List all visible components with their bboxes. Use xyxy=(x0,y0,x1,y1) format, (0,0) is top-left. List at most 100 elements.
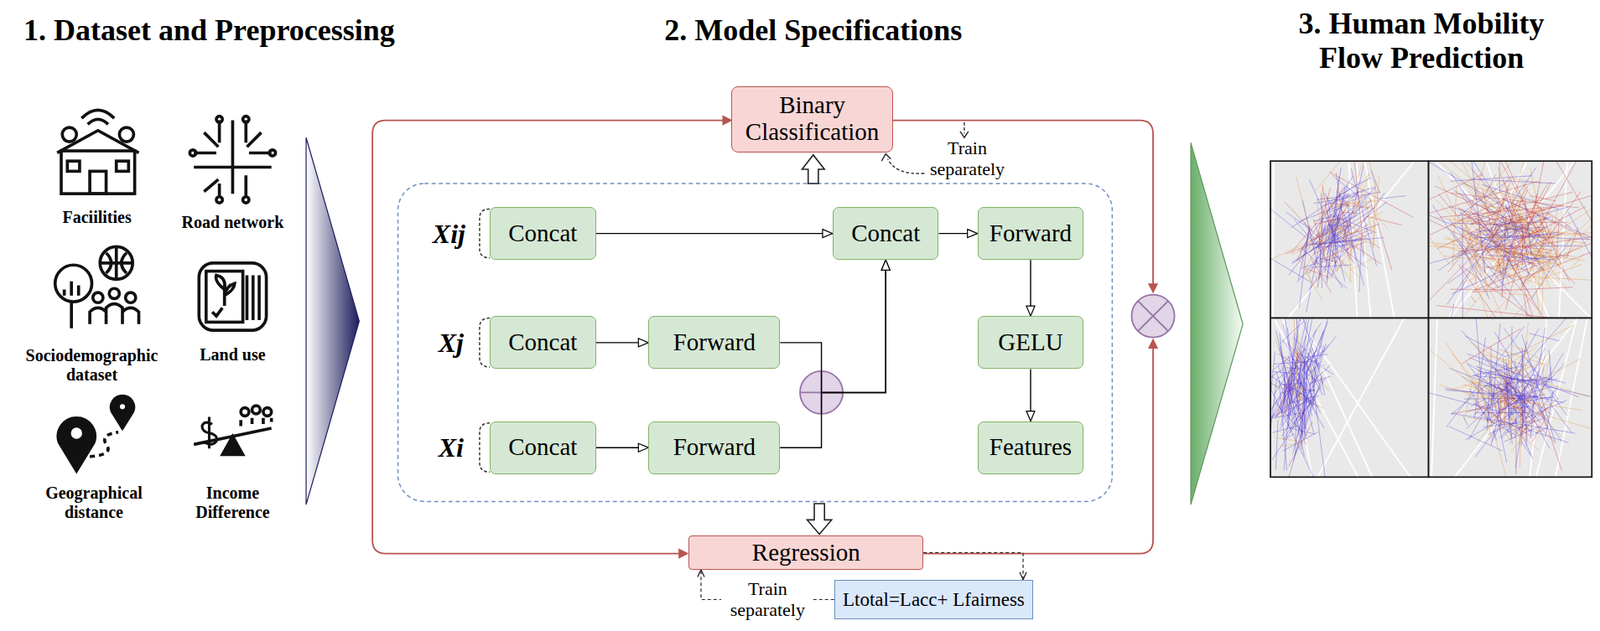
task-box: Binary Classification xyxy=(731,86,894,153)
flow-line xyxy=(1537,206,1543,286)
flow-line xyxy=(1272,355,1293,370)
flow-line xyxy=(1317,200,1325,255)
flow-line xyxy=(1312,331,1324,373)
flow-line xyxy=(1286,318,1301,414)
panel-border xyxy=(1428,318,1593,478)
person xyxy=(109,288,120,299)
flow-line xyxy=(1455,161,1531,226)
output-line xyxy=(923,347,1154,555)
gear xyxy=(62,127,77,142)
arrowhead xyxy=(881,154,891,162)
map-ground xyxy=(1428,318,1593,478)
clipboard xyxy=(198,263,266,331)
flow-line xyxy=(1350,240,1352,284)
sociodemographic-icon xyxy=(55,246,140,328)
flow-line xyxy=(1511,412,1520,416)
map-road xyxy=(1288,161,1414,318)
flow-line xyxy=(1556,224,1559,260)
flow-line xyxy=(1334,197,1343,237)
flow-line xyxy=(1470,342,1540,384)
node-text: GELU xyxy=(997,329,1063,357)
flow-line xyxy=(1450,192,1580,208)
fulcrum xyxy=(222,436,243,456)
flow-line xyxy=(1297,348,1306,364)
bracket xyxy=(479,423,490,473)
flow-line xyxy=(1280,383,1308,385)
bracket xyxy=(479,318,490,368)
flow-line xyxy=(1270,350,1318,420)
flow-line xyxy=(1481,184,1559,209)
people-bodies xyxy=(240,418,272,427)
layer-box: Concat xyxy=(489,316,597,369)
flow-line xyxy=(1501,400,1515,411)
big-pin xyxy=(57,418,95,472)
geographical-distance-icon xyxy=(57,396,134,473)
map-ground xyxy=(1428,161,1593,318)
data-flow-arrow xyxy=(596,233,833,234)
node-dot xyxy=(216,197,223,203)
flow-line xyxy=(1479,353,1532,367)
flow-line xyxy=(1296,176,1315,250)
flow-line xyxy=(1515,406,1517,475)
flow-line xyxy=(1300,408,1307,421)
flow-line xyxy=(1510,275,1593,281)
flow-line xyxy=(1488,244,1504,263)
flow-line xyxy=(1284,202,1346,267)
flow-line xyxy=(1511,327,1512,421)
flow-line xyxy=(1279,333,1287,391)
building xyxy=(61,150,136,194)
flow-line xyxy=(1474,238,1514,271)
note-text: Train separately xyxy=(921,136,1014,180)
flow-line xyxy=(1335,263,1344,273)
flow-line xyxy=(1376,216,1388,229)
flow-line xyxy=(1470,161,1486,274)
node-text: Concat xyxy=(508,329,577,357)
flow-line xyxy=(1472,218,1546,239)
node-text: Forward xyxy=(989,220,1072,248)
income-difference-icon xyxy=(193,405,271,455)
flow-line xyxy=(1428,220,1508,308)
flow-line xyxy=(1497,400,1501,419)
node-text: Forward xyxy=(673,434,756,462)
flow-line xyxy=(1508,377,1515,411)
person xyxy=(93,292,104,303)
map-road xyxy=(1454,318,1579,478)
layer-box: Concat xyxy=(489,207,597,260)
flow-line xyxy=(1275,420,1278,470)
flow-line xyxy=(1356,161,1390,179)
loss-box: Ltotal=Lacc+ Lfairness xyxy=(834,580,1034,620)
flow-line xyxy=(1293,337,1307,351)
flow-line xyxy=(1329,200,1378,207)
flow-line xyxy=(1533,354,1551,423)
dashed-line xyxy=(888,159,925,174)
flow-line xyxy=(1452,185,1457,265)
flow-line xyxy=(1526,415,1528,442)
map-road xyxy=(1431,318,1438,478)
globe xyxy=(99,246,133,280)
dashed-line xyxy=(963,122,965,134)
node-text: Forward xyxy=(673,329,756,357)
flow-line xyxy=(1326,233,1334,281)
flow-line xyxy=(1509,222,1569,224)
feature-flow-lines xyxy=(372,120,1154,555)
input-symbol: Xj xyxy=(438,327,464,359)
bracket xyxy=(479,208,490,258)
flow-line xyxy=(1306,238,1385,245)
flow-line xyxy=(1463,415,1468,426)
flow-line xyxy=(1505,254,1552,318)
flow-line xyxy=(1499,349,1549,366)
flow-line xyxy=(1449,219,1540,318)
map-road xyxy=(1272,161,1275,318)
small-pin xyxy=(111,396,135,429)
flow-line xyxy=(1293,396,1315,463)
flow-line xyxy=(1364,192,1372,234)
flow-line xyxy=(1281,365,1296,426)
person xyxy=(252,405,261,415)
block-arrow xyxy=(807,503,832,535)
map-road xyxy=(1529,318,1547,478)
layer-box: Forward xyxy=(648,316,780,369)
flow-line xyxy=(1272,371,1297,375)
input-symbol: Xi xyxy=(438,432,464,464)
person xyxy=(263,408,272,417)
flow-line xyxy=(1368,161,1380,203)
